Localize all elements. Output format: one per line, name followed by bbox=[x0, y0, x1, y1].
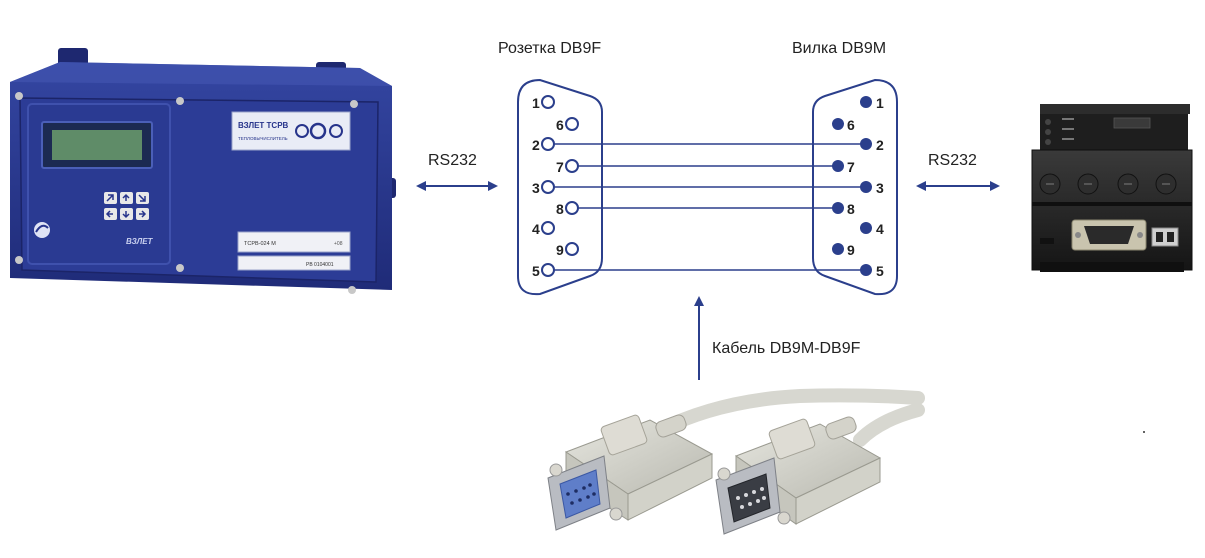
socket-pin-label-6: 6 bbox=[556, 117, 564, 133]
plug-pin-label-8: 8 bbox=[847, 201, 855, 217]
socket-pin-label-1: 1 bbox=[532, 95, 540, 111]
male-connector bbox=[715, 416, 882, 535]
plug-pin-label-3: 3 bbox=[876, 180, 884, 196]
socket-pin-1 bbox=[541, 95, 555, 109]
plug-pin-label-5: 5 bbox=[876, 263, 884, 279]
plug-pin-label-4: 4 bbox=[876, 221, 884, 237]
socket-title: Розетка DB9F bbox=[498, 40, 601, 57]
socket-pin-label-8: 8 bbox=[556, 201, 564, 217]
socket-pin-label-4: 4 bbox=[532, 221, 540, 237]
socket-pin-2 bbox=[541, 137, 555, 151]
model-code: +08 bbox=[334, 241, 343, 247]
wires bbox=[554, 143, 860, 271]
plug-pin-label-2: 2 bbox=[876, 137, 884, 153]
socket-pin-9 bbox=[565, 242, 579, 256]
plug-pin-5 bbox=[860, 264, 872, 276]
gear-icon bbox=[309, 122, 327, 140]
lcd-display bbox=[52, 130, 142, 160]
socket-pin-4 bbox=[541, 221, 555, 235]
plug-pin-4 bbox=[860, 222, 872, 234]
plug-pin-8 bbox=[832, 202, 844, 214]
plug-pin-label-1: 1 bbox=[876, 95, 884, 111]
socket-pin-label-9: 9 bbox=[556, 242, 564, 258]
plug-pin-3 bbox=[860, 181, 872, 193]
plug-pin-label-9: 9 bbox=[847, 242, 855, 258]
socket-pin-label-7: 7 bbox=[556, 159, 564, 175]
cable-label: Кабель DB9M-DB9F bbox=[712, 340, 861, 357]
plug-pin-label-6: 6 bbox=[847, 117, 855, 133]
heat-computer-device: ВЗЛЕТ ТСРВ ТЕПЛОВЫЧИСЛИТЕЛЬ ВЗЛЕТ ТСРВ-0… bbox=[10, 48, 396, 294]
db9m-pins: 1 2 3 4 5 6 7 8 9 bbox=[832, 95, 884, 279]
socket-pin-7 bbox=[565, 159, 579, 173]
socket-pin-label-3: 3 bbox=[532, 180, 540, 196]
db9f-pins: 1 2 3 4 5 6 7 8 9 bbox=[532, 95, 579, 279]
rs232-right-label: RS232 bbox=[928, 152, 977, 169]
plug-pin-1 bbox=[860, 96, 872, 108]
din-rail-module bbox=[1031, 104, 1193, 272]
db9f-outline bbox=[517, 78, 603, 296]
serial-label: РВ 0104001 bbox=[306, 262, 334, 268]
plug-pin-9 bbox=[832, 243, 844, 255]
socket-pin-8 bbox=[565, 201, 579, 215]
keypad bbox=[104, 192, 149, 220]
plug-pin-label-7: 7 bbox=[847, 159, 855, 175]
db9-cable-illustration bbox=[547, 388, 925, 535]
brand-script: ВЗЛЕТ bbox=[126, 237, 154, 246]
socket-pin-label-2: 2 bbox=[532, 137, 540, 153]
model-label: ТСРВ-024 М bbox=[244, 241, 276, 247]
socket-pin-label-5: 5 bbox=[532, 263, 540, 279]
socket-pin-6 bbox=[565, 117, 579, 131]
plug-pin-6 bbox=[832, 118, 844, 130]
plug-pin-2 bbox=[860, 138, 872, 150]
db9m-outline bbox=[812, 78, 898, 296]
socket-pin-3 bbox=[541, 180, 555, 194]
socket-pin-5 bbox=[541, 263, 555, 277]
plug-title: Вилка DB9M bbox=[792, 40, 886, 57]
plug-pin-7 bbox=[832, 160, 844, 172]
brand-subtitle: ТЕПЛОВЫЧИСЛИТЕЛЬ bbox=[238, 136, 288, 141]
female-connector bbox=[547, 414, 714, 531]
rs232-left-label: RS232 bbox=[428, 152, 477, 169]
brand-name: ВЗЛЕТ ТСРВ bbox=[238, 121, 289, 130]
